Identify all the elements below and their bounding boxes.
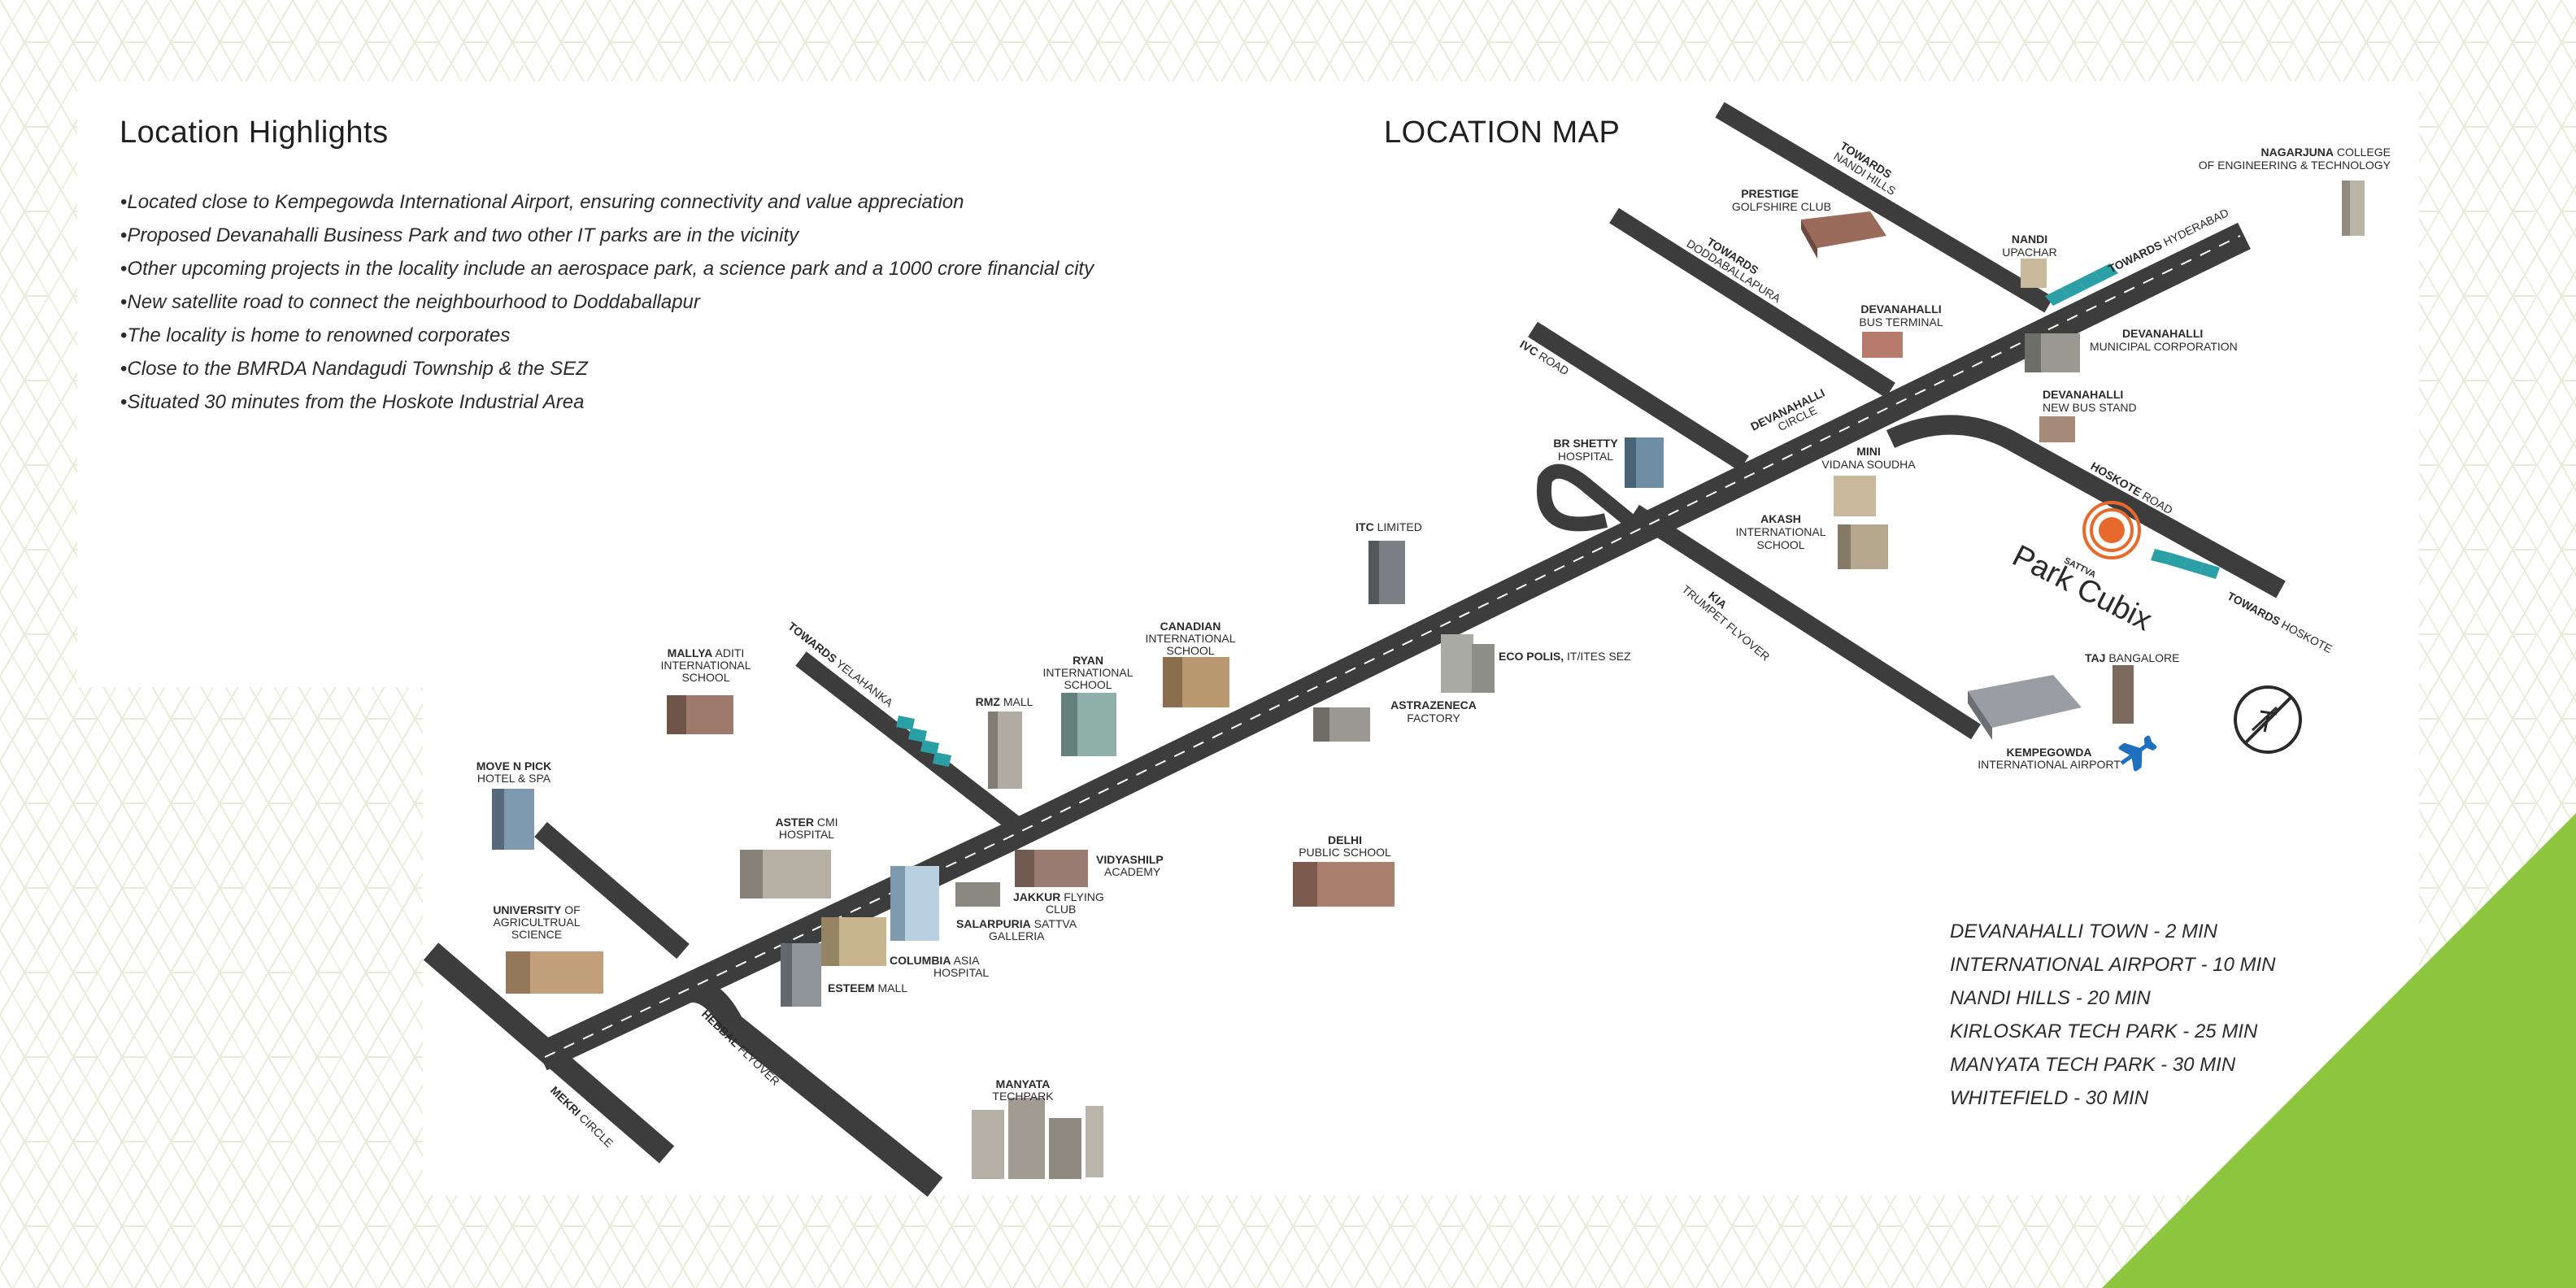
nandi-hills-road — [1715, 102, 2054, 313]
highlight-item: Other upcoming projects in the locality … — [120, 252, 1094, 285]
label-rmz: RMZ MALL — [976, 695, 1033, 708]
doddaballapura-road — [1609, 207, 1895, 398]
highlight-item: Close to the BMRDA Nandagudi Township & … — [120, 352, 1094, 385]
kia-road — [1630, 504, 1981, 740]
building-br-shetty — [1625, 437, 1664, 488]
hoskote-road — [1886, 415, 2286, 598]
road-label-hoskote: TOWARDS HOSKOTE — [2226, 590, 2334, 656]
building-dev-municipal — [2025, 333, 2080, 372]
building-taj — [2113, 665, 2134, 724]
move-n-pick-road — [534, 821, 690, 959]
buildings — [492, 181, 2365, 1179]
project-name: Park Cubix — [2007, 539, 2157, 638]
green-corner-triangle — [2102, 813, 2576, 1288]
airplane-icon — [2118, 735, 2157, 772]
arrow-hoskote — [2151, 549, 2220, 579]
highlight-item: Located close to Kempegowda Internationa… — [120, 185, 1094, 219]
building-delhi-school — [1293, 862, 1395, 907]
travel-times-list: DEVANAHALLI TOWN - 2 MIN INTERNATIONAL A… — [1950, 915, 2276, 1115]
location-highlights-title: Location Highlights — [120, 115, 389, 150]
label-esteem: ESTEEM MALL — [828, 981, 907, 994]
ivc-road — [1528, 321, 1749, 472]
building-manyata — [972, 1098, 1103, 1179]
building-itc — [1368, 541, 1405, 604]
building-dev-bus-terminal — [1862, 332, 1903, 358]
building-university — [506, 951, 603, 994]
mekri-road — [423, 942, 675, 1164]
building-dev-new-bus — [2039, 416, 2075, 442]
label-eco-polis: ECO POLIS, IT/ITES SEZ — [1499, 650, 1631, 663]
travel-time-item: INTERNATIONAL AIRPORT - 10 MIN — [1950, 954, 2276, 976]
building-nandi-upachar — [2021, 259, 2047, 288]
travel-time-item: DEVANAHALLI TOWN - 2 MIN — [1950, 920, 2217, 942]
highlight-item: New satellite road to connect the neighb… — [120, 285, 1094, 319]
project-label[interactable]: SATTVA Park Cubix — [2007, 534, 2159, 638]
building-rmz — [988, 711, 1022, 789]
building-salarpuria — [890, 866, 939, 941]
building-astrazeneca — [1313, 707, 1370, 742]
travel-time-item: WHITEFIELD - 30 MIN — [1950, 1087, 2149, 1109]
travel-time-item: MANYATA TECH PARK - 30 MIN — [1950, 1054, 2236, 1076]
building-mallya — [667, 695, 733, 734]
building-nagarjuna — [2342, 181, 2365, 236]
highlight-item: The locality is home to renowned corpora… — [120, 319, 1094, 352]
building-mini-vidana — [1834, 476, 1876, 516]
hebbal-road — [664, 977, 943, 1197]
location-map-title: LOCATION MAP — [1384, 115, 1621, 150]
building-ryan — [1061, 693, 1116, 756]
arrow-hyderabad — [2045, 263, 2118, 306]
building-eco-polis — [1441, 634, 1495, 693]
building-aster — [740, 850, 831, 899]
travel-time-item: KIRLOSKAR TECH PARK - 25 MIN — [1950, 1020, 2258, 1042]
highlights-list: Located close to Kempegowda Internationa… — [120, 185, 1094, 419]
building-prestige — [1801, 211, 1886, 259]
highlight-item: Proposed Devanahalli Business Park and t… — [120, 219, 1094, 252]
yelahanka-road — [795, 651, 1022, 833]
label-itc: ITC LIMITED — [1355, 520, 1422, 533]
building-vidyashilp — [1015, 850, 1088, 887]
direction-arrows — [896, 263, 2220, 767]
location-marker-icon[interactable] — [2082, 501, 2141, 559]
travel-time-item: NANDI HILLS - 20 MIN — [1950, 987, 2151, 1009]
label-taj: TAJ BANGALORE — [2085, 651, 2179, 664]
trumpet-loop — [1536, 463, 1639, 532]
building-jakkur — [955, 882, 1000, 907]
building-canadian — [1163, 657, 1229, 707]
highlight-item: Situated 30 minutes from the Hoskote Ind… — [120, 385, 1094, 419]
building-move-n-pick — [492, 789, 534, 850]
building-esteem — [781, 943, 821, 1007]
lane-markings — [544, 235, 2241, 1058]
arrow-yelahanka — [896, 716, 951, 767]
building-kempegowda — [1968, 675, 2082, 740]
building-columbia — [821, 917, 886, 966]
no-fly-zone-icon — [2234, 685, 2302, 754]
building-akash — [1838, 524, 1888, 569]
